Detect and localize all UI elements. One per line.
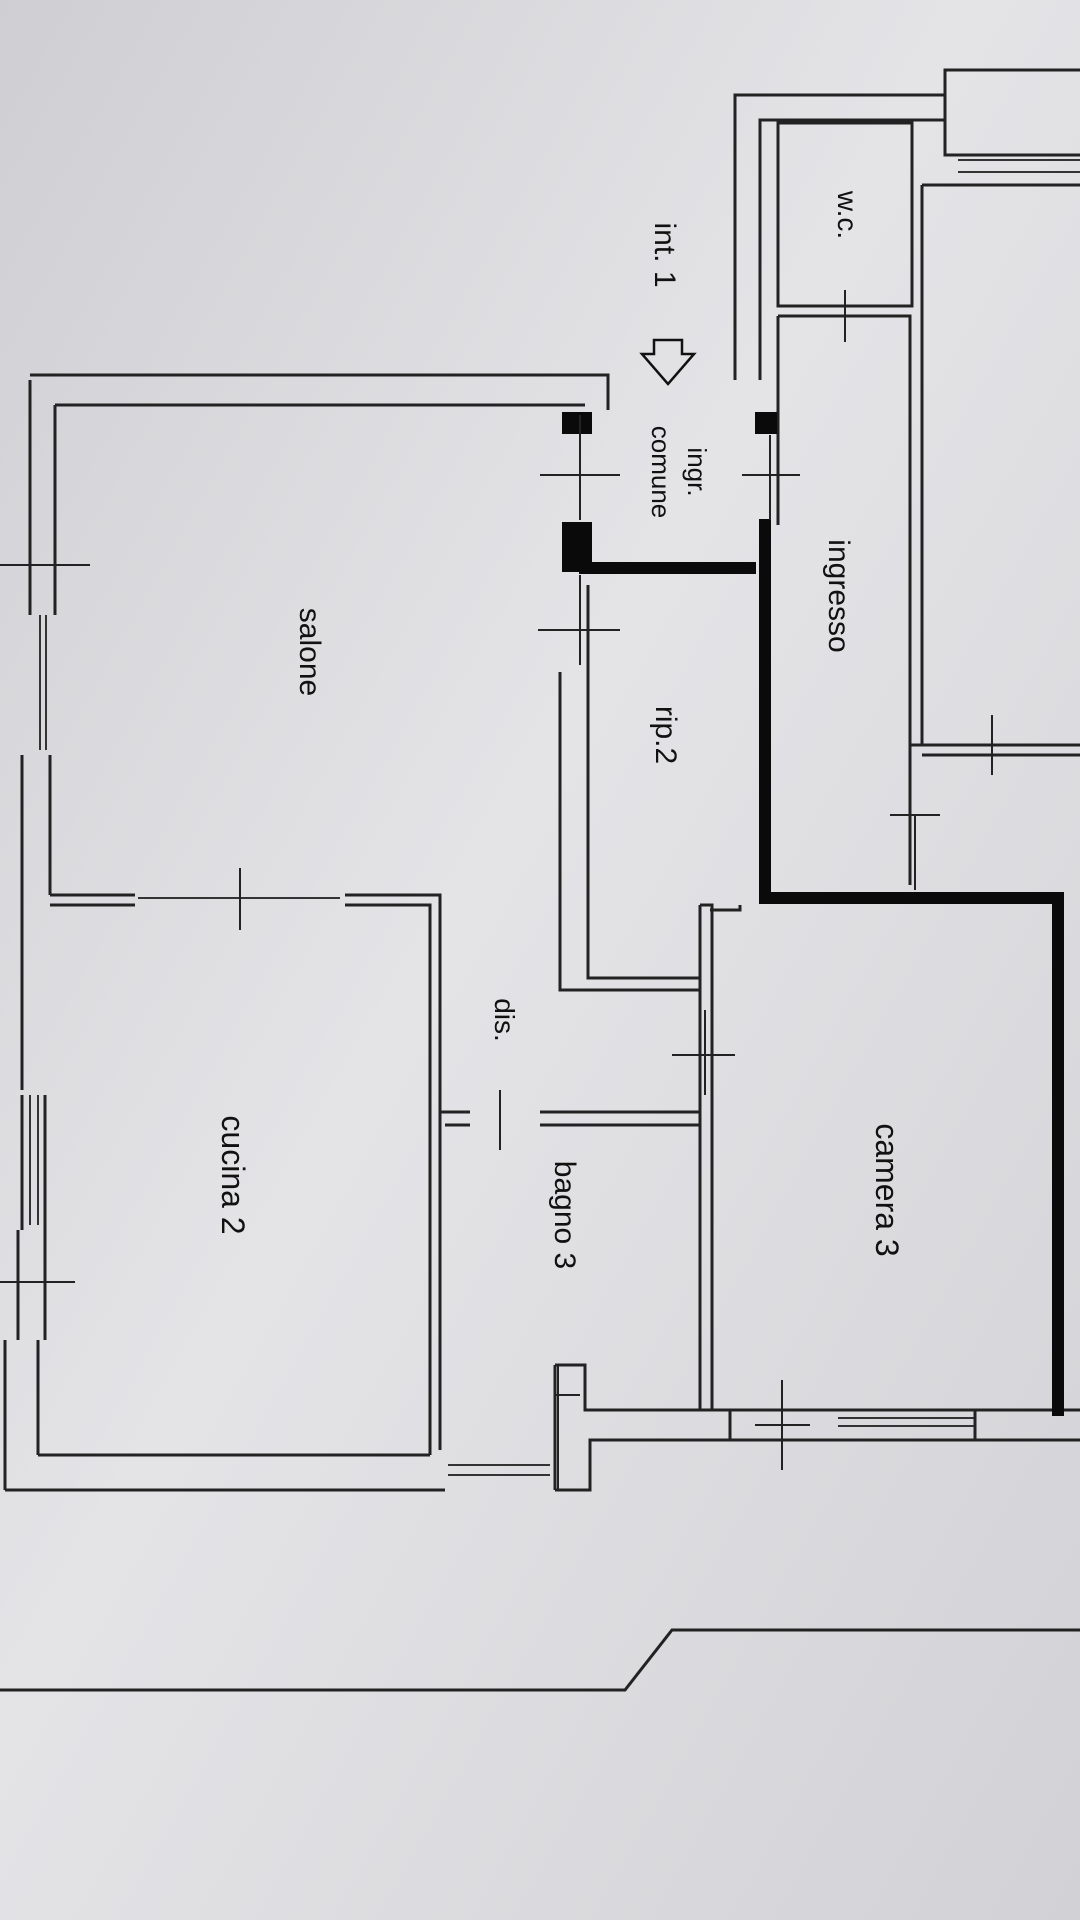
- structural-walls: [562, 412, 1064, 1416]
- room-label-dis: dis.: [489, 998, 520, 1042]
- interior-walls: [50, 121, 1080, 1455]
- room-label-ingr-comune-line1: ingr.: [682, 447, 712, 496]
- entrance-arrow-icon: [639, 338, 697, 386]
- site-boundary-line: [0, 1628, 1080, 1692]
- room-label-ingresso: ingresso: [822, 539, 855, 652]
- room-label-ingr-comune-line2: comune: [646, 426, 676, 519]
- entrance-label: int. 1: [648, 222, 681, 287]
- door-markers: [0, 290, 993, 1490]
- room-label-salone: salone: [293, 608, 326, 696]
- room-label-wc: w.c.: [832, 190, 863, 239]
- room-label-rip: rip.2: [649, 706, 682, 764]
- room-label-cucina: cucina 2: [215, 1115, 251, 1234]
- room-label-bagno: bagno 3: [548, 1161, 581, 1269]
- room-label-camera: camera 3: [869, 1123, 905, 1256]
- outer-walls: [3, 68, 1080, 1492]
